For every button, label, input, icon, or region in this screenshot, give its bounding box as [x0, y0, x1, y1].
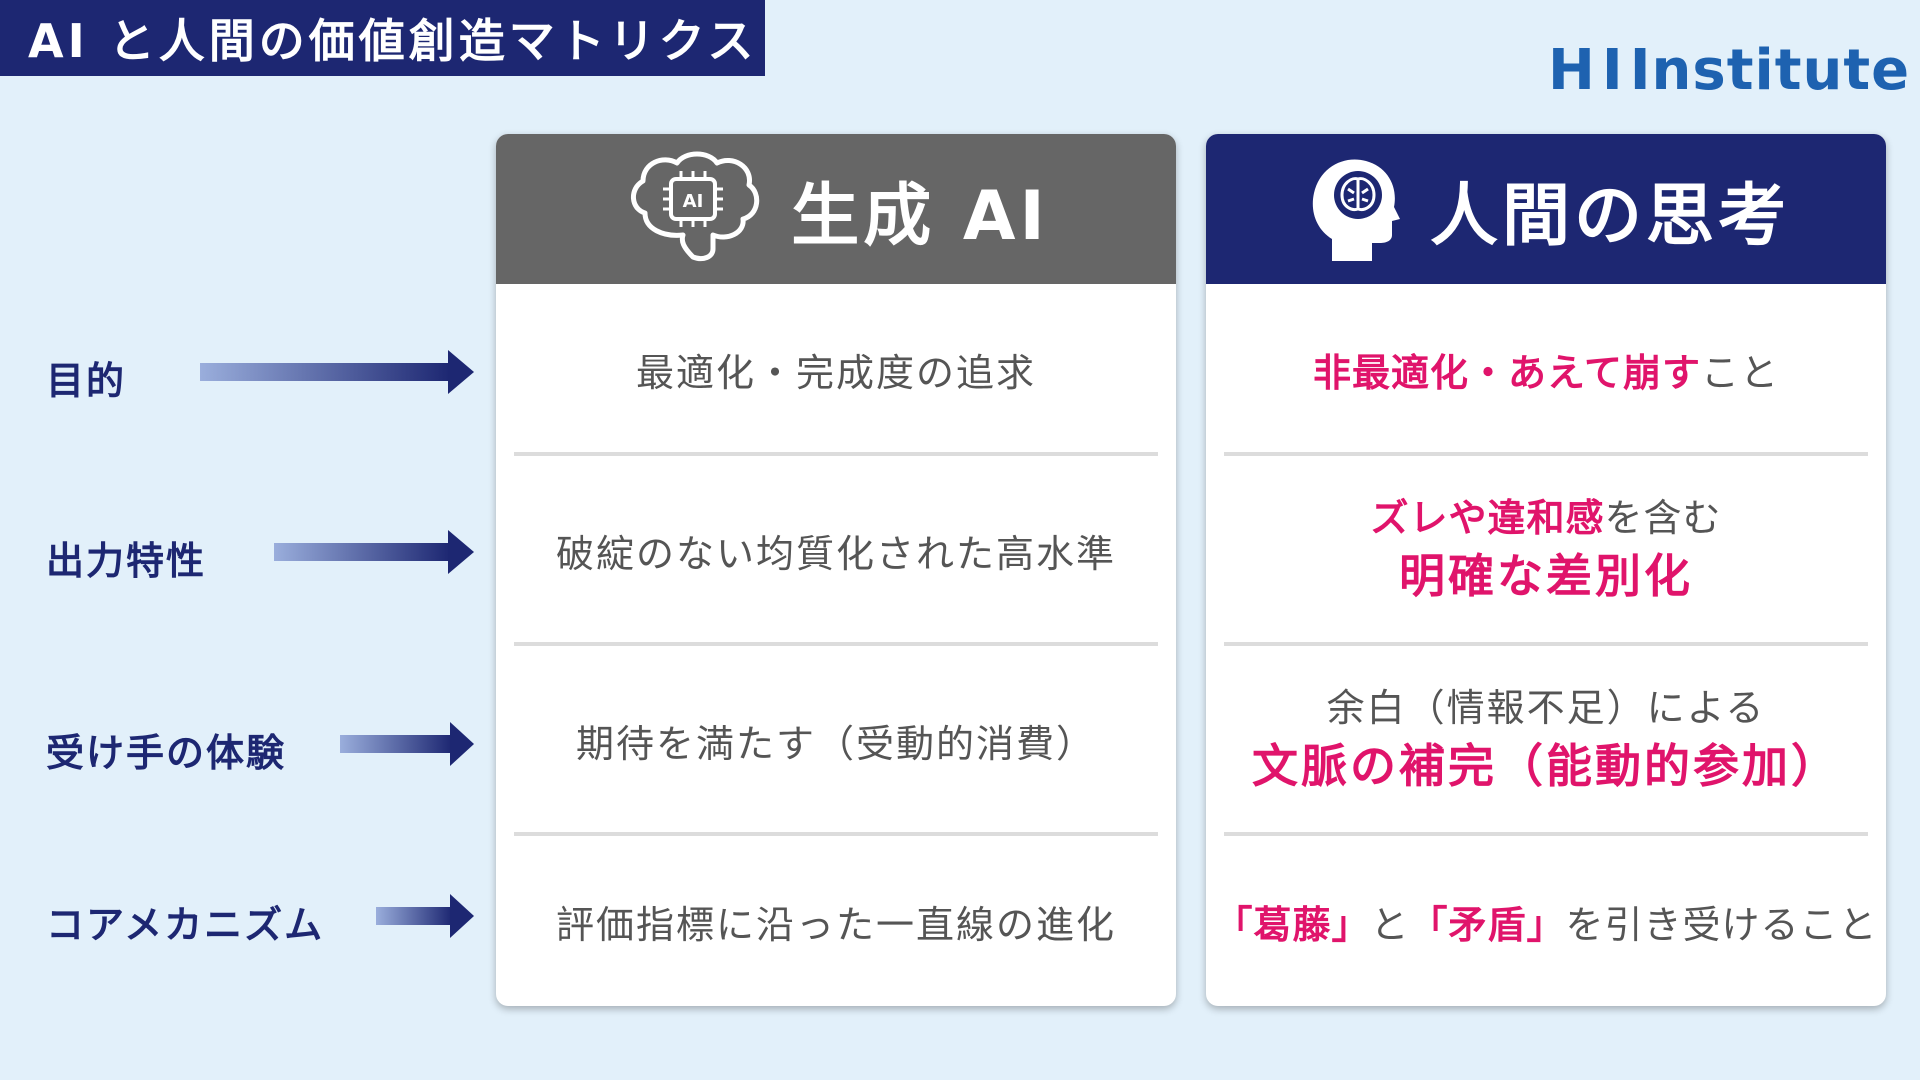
human-cell-mechanism-tail: を引き受けること	[1565, 902, 1878, 947]
ai-cell-purpose-text: 最適化・完成度の追求	[635, 350, 1036, 395]
arrow-right-icon	[200, 350, 474, 394]
ai-cell-purpose: 最適化・完成度の追求	[496, 284, 1176, 454]
human-cell-output-tail: を含む	[1604, 496, 1722, 541]
human-cell-experience-line2: 文脈の補完（能動的参加）	[1252, 738, 1840, 793]
human-cell-mechanism-mid: と	[1370, 902, 1410, 947]
human-cell-experience: 余白（情報不足）による 文脈の補完（能動的参加）	[1206, 646, 1886, 834]
ai-cell-experience: 期待を満たす（受動的消費）	[496, 646, 1176, 834]
human-column-panel: 人間の思考 非最適化・あえて崩すこと ズレや違和感を含む 明確な差別化 余白（情…	[1206, 134, 1886, 1006]
row-label-output: 出力特性	[46, 539, 207, 583]
human-cell-mechanism: 「葛藤」と「矛盾」を引き受けること	[1206, 836, 1886, 1006]
ai-column-header: AI 生成 AI	[496, 134, 1176, 284]
arrow-right-icon	[376, 894, 474, 938]
arrow-right-icon	[340, 722, 474, 766]
row-divider	[514, 642, 1158, 646]
human-cell-purpose-text: 非最適化・あえて崩すこと	[1313, 342, 1779, 397]
logo-institute-text: Institute	[1629, 37, 1911, 103]
row-label-purpose: 目的	[46, 359, 127, 403]
row-divider	[514, 832, 1158, 836]
row-divider	[1224, 832, 1868, 836]
row-label-mechanism: コアメカニズム	[46, 903, 325, 947]
human-column-title: 人間の思考	[1429, 176, 1790, 256]
human-cell-experience-line1: 余白（情報不足）による	[1326, 686, 1766, 731]
ai-cell-output-text: 破綻のない均質化された高水準	[555, 531, 1116, 576]
logo-i-bar: I	[1601, 37, 1624, 103]
human-cell-mechanism-text: 「葛藤」と「矛盾」を引き受けること	[1214, 894, 1877, 949]
row-divider	[1224, 642, 1868, 646]
page-title: AI と人間の価値創造マトリクス	[0, 0, 765, 76]
human-cell-mechanism-q1: 「葛藤」	[1214, 902, 1371, 947]
arrow-right-icon	[274, 530, 474, 574]
row-divider	[514, 452, 1158, 456]
ai-cell-experience-text: 期待を満たす（受動的消費）	[575, 721, 1096, 766]
human-cell-output: ズレや違和感を含む 明確な差別化	[1206, 456, 1886, 644]
human-column-header: 人間の思考	[1206, 134, 1886, 284]
human-cell-purpose-highlight: 非最適化・あえて崩す	[1312, 350, 1702, 395]
ai-cell-mechanism: 評価指標に沿った一直線の進化	[496, 836, 1176, 1006]
ai-cell-mechanism-text: 評価指標に沿った一直線の進化	[555, 902, 1116, 947]
human-cell-output-line1: ズレや違和感を含む	[1370, 493, 1721, 544]
human-cell-purpose-tail: こと	[1701, 350, 1780, 395]
human-head-brain-icon	[1312, 159, 1400, 261]
chip-label: AI	[683, 191, 704, 212]
ai-cell-output: 破綻のない均質化された高水準	[496, 456, 1176, 644]
human-cell-purpose: 非最適化・あえて崩すこと	[1206, 284, 1886, 454]
logo-h: H	[1548, 37, 1596, 103]
human-cell-output-highlight: ズレや違和感	[1370, 496, 1605, 541]
ai-column-panel: AI 生成 AI 最適化・完成度の追求 破綻のない均質化された高水準 期待を満た…	[496, 134, 1176, 1006]
row-divider	[1224, 452, 1868, 456]
ai-brain-chip-icon: AI	[631, 151, 760, 262]
row-label-experience: 受け手の体験	[46, 731, 287, 775]
hai-institute-logo: H I Institute	[1548, 30, 1909, 110]
human-cell-mechanism-q2: 「矛盾」	[1409, 902, 1566, 947]
human-cell-output-line2: 明確な差別化	[1399, 548, 1693, 603]
ai-column-title: 生成 AI	[791, 176, 1049, 256]
